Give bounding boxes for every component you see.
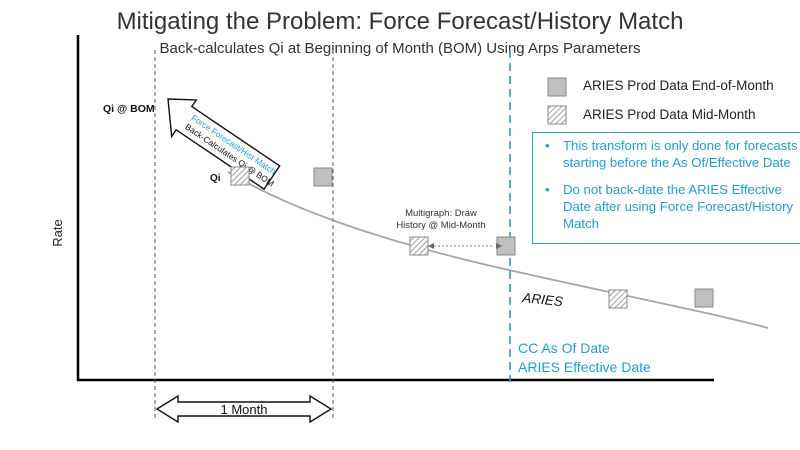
slide-title: Mitigating the Problem: Force Forecast/H… — [116, 8, 684, 35]
notes-box: This transform is only done for forecast… — [532, 132, 800, 244]
multigraph-arrowhead-right — [496, 243, 502, 249]
multigraph-note-line1: Multigraph: Draw — [405, 208, 477, 219]
legend-mid-month-swatch — [547, 105, 567, 125]
legend-end-of-month-swatch — [547, 77, 567, 97]
aries-effective-date-label: ARIES Effective Date — [518, 359, 651, 375]
qi-label: Qi — [210, 173, 221, 184]
legend-end-of-month-label: ARIES Prod Data End-of-Month — [583, 78, 774, 93]
multigraph-arrowhead — [428, 243, 434, 249]
qi-mid-month-marker — [230, 166, 250, 186]
aries-curve-label: ARIES — [521, 290, 564, 309]
note-line: Match — [563, 216, 599, 231]
note-item: This transform is only done for forecast… — [545, 137, 800, 171]
end-of-month-marker-1 — [313, 167, 333, 187]
slide-subtitle: Back-calculates Qi at Beginning of Month… — [159, 40, 641, 57]
mid-month-marker-2 — [409, 236, 429, 256]
cc-as-of-date-label: CC As Of Date — [518, 340, 610, 356]
note-line: Do not back-date the ARIES Effective — [563, 182, 782, 197]
multigraph-note-line2: History @ Mid-Month — [396, 220, 486, 231]
qi-bom-label: Qi @ BOM — [103, 103, 155, 115]
end-of-month-marker-3 — [694, 288, 714, 308]
note-line: Date after using Force Forecast/History — [563, 199, 794, 214]
mid-month-marker-3 — [608, 289, 628, 309]
one-month-arrow — [155, 394, 333, 424]
aries-decline-curve — [227, 171, 769, 329]
note-line: starting before the As Of/Effective Date — [563, 155, 791, 170]
note-item: Do not back-date the ARIES Effective Dat… — [545, 181, 800, 232]
multigraph-note: Multigraph: Draw History @ Mid-Month — [395, 208, 487, 232]
note-line: This transform is only done for forecast… — [563, 138, 798, 153]
legend-mid-month-label: ARIES Prod Data Mid-Month — [583, 107, 756, 122]
one-month-label: 1 Month — [221, 402, 268, 417]
y-axis-label: Rate — [50, 219, 65, 246]
